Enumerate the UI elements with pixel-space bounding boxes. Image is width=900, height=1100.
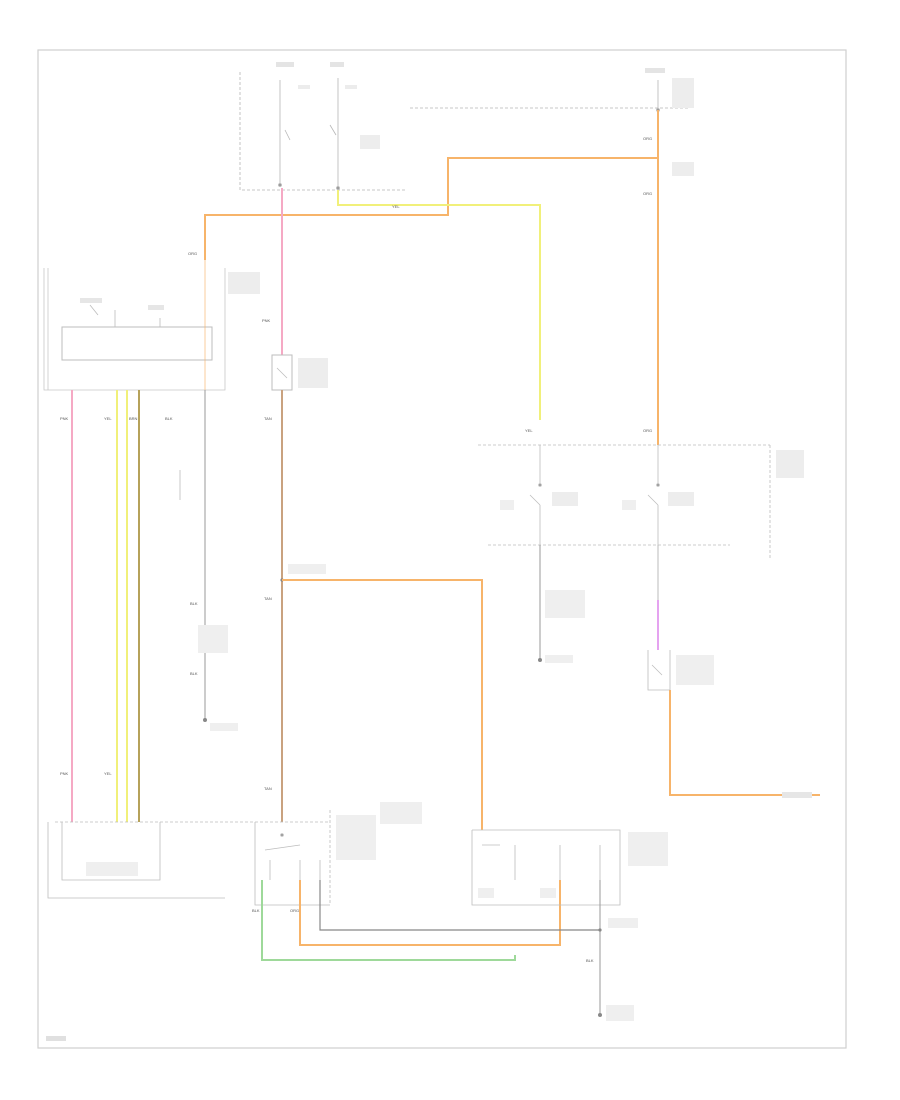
wire-orange-top bbox=[204, 110, 659, 260]
ground-label-mark bbox=[606, 1005, 634, 1021]
module-label-mark bbox=[628, 832, 668, 866]
wire-code: YEL bbox=[392, 204, 400, 209]
fuse-label-mark bbox=[276, 62, 294, 67]
fuse-top-right bbox=[410, 80, 690, 112]
ground-label-mark bbox=[545, 655, 573, 663]
switch-label-mark bbox=[552, 492, 578, 506]
switch-label-mark bbox=[336, 815, 376, 860]
module-label-mark bbox=[198, 625, 228, 653]
wire-orange-bottom bbox=[299, 880, 561, 946]
splice-label-mark bbox=[608, 918, 638, 928]
wire-code: YEL bbox=[104, 416, 112, 421]
relay-center bbox=[271, 354, 328, 391]
switch-label-mark bbox=[622, 500, 636, 510]
module-label-mark bbox=[228, 272, 260, 294]
ground-symbol bbox=[598, 1013, 602, 1017]
module-label-mark bbox=[540, 888, 556, 898]
fuse-label-mark bbox=[330, 62, 344, 67]
ground-label-mark bbox=[545, 590, 585, 618]
module-label-mark bbox=[80, 298, 102, 303]
wire-code: YEL bbox=[525, 428, 533, 433]
fuse-label-mark bbox=[298, 85, 310, 89]
diagram-id-mark bbox=[46, 1036, 66, 1041]
switch-label-mark bbox=[500, 500, 514, 510]
connector-bottom-left bbox=[47, 821, 330, 899]
wire-code: ORG bbox=[290, 908, 299, 913]
connector-label-mark bbox=[86, 862, 138, 876]
wire-orange-center bbox=[282, 579, 483, 830]
switch-label-mark bbox=[668, 492, 694, 506]
switch-label-mark bbox=[380, 802, 422, 824]
wire-green-bottom bbox=[261, 880, 516, 961]
module-label-mark bbox=[148, 305, 164, 310]
module-label-mark bbox=[478, 888, 494, 898]
wire-code: YEL bbox=[104, 771, 112, 776]
fuse-label-mark bbox=[645, 68, 665, 73]
wire-code: ORG bbox=[643, 428, 652, 433]
fuse-label-mark bbox=[672, 78, 694, 108]
switch-label-mark bbox=[676, 655, 714, 685]
fuse-box-top-left-labels bbox=[276, 62, 380, 149]
splice-dot bbox=[598, 928, 602, 932]
wire-code: BLK bbox=[586, 958, 594, 963]
switch-lower-right bbox=[647, 650, 671, 691]
switch-bottom-center bbox=[254, 810, 331, 906]
wire-code: TAN bbox=[264, 596, 272, 601]
switch-cluster-right bbox=[478, 444, 771, 560]
wire-code: PNK bbox=[262, 318, 271, 323]
wire-code: ORG bbox=[188, 251, 197, 256]
wire-code: ORG bbox=[643, 191, 652, 196]
connector-label-mark bbox=[782, 792, 812, 798]
module-label-mark bbox=[210, 723, 238, 731]
wire-code: PNK bbox=[60, 416, 69, 421]
fuse-label-mark bbox=[672, 162, 694, 176]
relay-label-mark bbox=[298, 358, 328, 388]
wire-black-bottom bbox=[319, 880, 600, 931]
wire-code: PNK bbox=[60, 771, 69, 776]
fuse-label-mark bbox=[360, 135, 380, 149]
wire-code: BLK bbox=[190, 671, 198, 676]
diagram-border bbox=[37, 49, 847, 1049]
wire-code: ORG bbox=[643, 136, 652, 141]
control-module-left bbox=[43, 268, 260, 391]
wire-code: BRN bbox=[129, 416, 138, 421]
switch-label-mark bbox=[776, 450, 804, 478]
wire-code: BLK bbox=[165, 416, 173, 421]
wire-yellow-top bbox=[337, 190, 541, 420]
ground-symbol bbox=[203, 718, 207, 722]
wire-code: TAN bbox=[264, 786, 272, 791]
fuse-box-top-left bbox=[239, 72, 405, 191]
wire-code: BLK bbox=[190, 601, 198, 606]
module-bottom-right bbox=[471, 829, 621, 906]
splice-label-mark bbox=[288, 564, 326, 574]
wire-orange-bottom-right bbox=[669, 690, 820, 796]
fuse-label-mark bbox=[345, 85, 357, 89]
wire-code: TAN bbox=[264, 416, 272, 421]
module-body bbox=[61, 326, 213, 361]
ground-symbol bbox=[538, 658, 542, 662]
wire-code: BLK bbox=[252, 908, 260, 913]
